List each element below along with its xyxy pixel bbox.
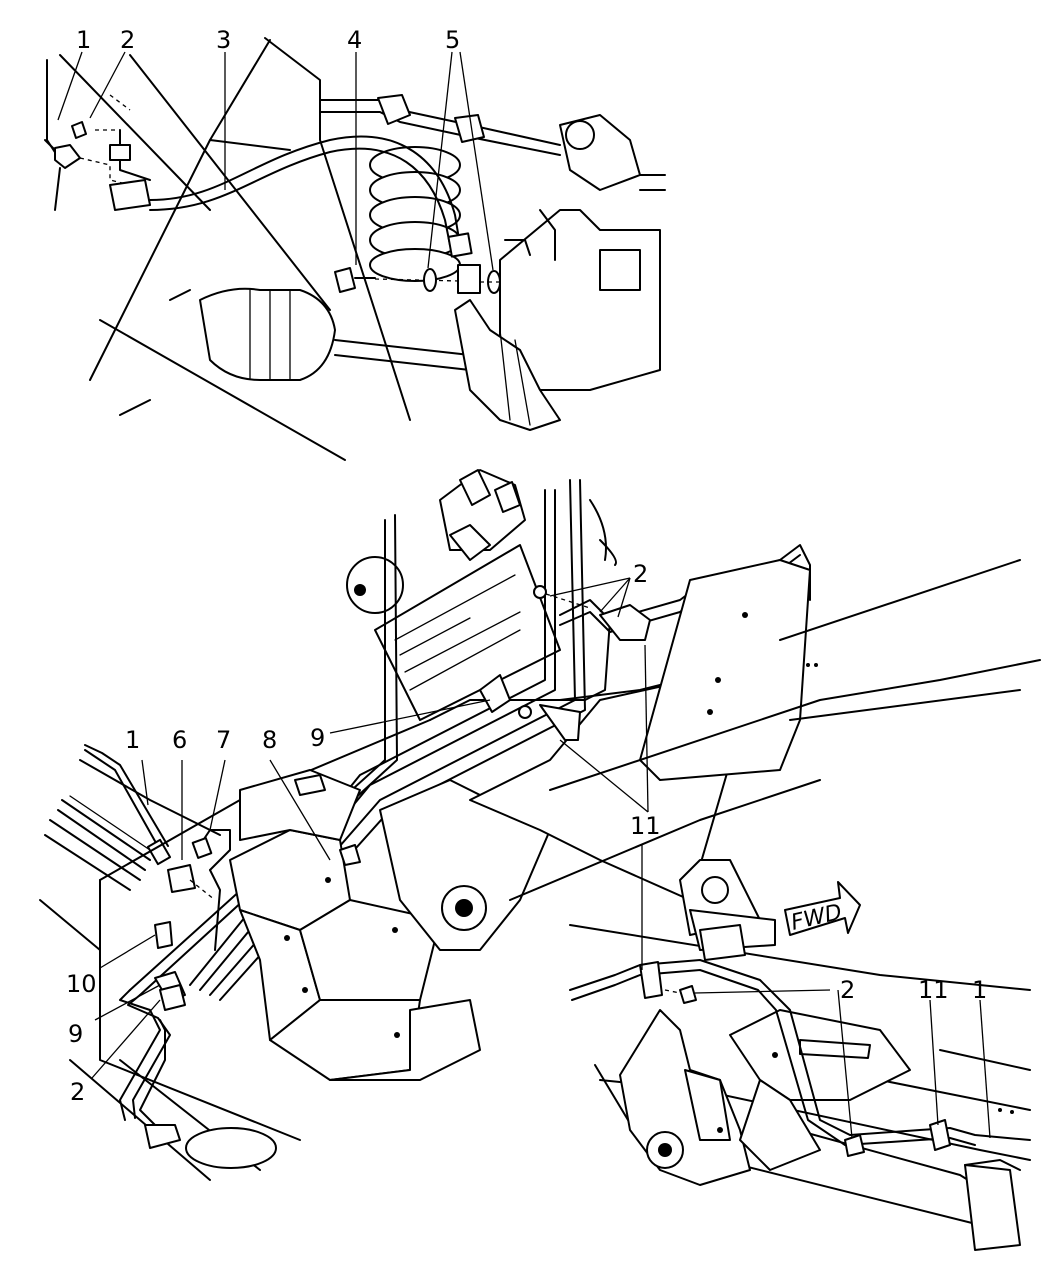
coil-spring [369,146,461,282]
middle-view-abs-brake-lines [39,469,1041,1181]
fwd-direction-arrow: FWD [784,881,861,936]
callout-middle-1: 1 [125,726,140,754]
callout-middle-10: 10 [66,970,97,998]
abs-module [346,469,561,721]
hose-bracket-fitting [44,94,151,211]
callout-middle-6: 6 [172,726,187,754]
callout-middle-11: 11 [630,812,661,840]
fwd-label: FWD [789,900,845,936]
banjo-bolt-and-washers [334,267,501,294]
callout-middle-7: 7 [216,726,231,754]
callout-middle-9-lower: 9 [68,1020,83,1048]
chassis-crossmember [39,559,1041,1181]
callout-top-3: 3 [216,26,231,54]
callout-bottom-1: 1 [972,976,987,1004]
left-front-hose [84,744,231,951]
callout-top-4: 4 [347,26,362,54]
callout-bottom-11-right: 11 [918,976,949,1004]
callout-bottom-2: 2 [840,976,855,1004]
callout-middle-2-top: 2 [633,560,648,588]
cv-boot [199,287,471,381]
callout-middle-8: 8 [262,726,277,754]
top-view-front-brake-hose [44,37,666,461]
callout-top-2: 2 [120,26,135,54]
callout-top-5: 5 [445,26,460,54]
callout-middle-2-lower: 2 [70,1078,85,1106]
callout-middle-9-upper: 9 [310,724,325,752]
callout-top-1: 1 [76,26,91,54]
bottom-view-rear-brake-line: FWD [569,845,1031,1251]
brake-line-clips [154,585,651,1011]
